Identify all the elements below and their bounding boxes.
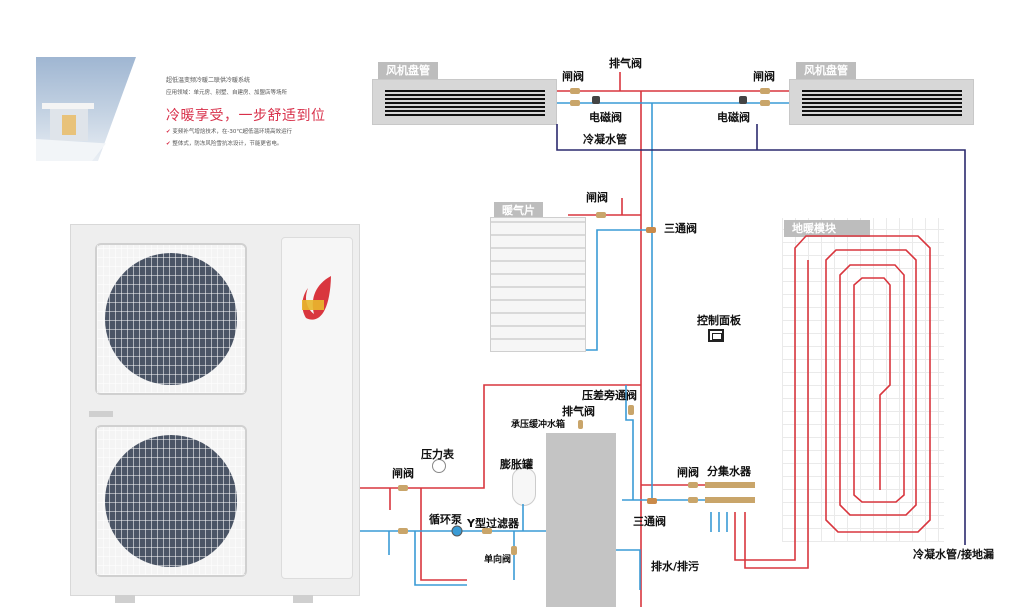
floor-heating-loop: [734, 235, 931, 561]
fan-upper: [95, 243, 247, 395]
label-solenoid-valve: 电磁阀: [589, 111, 622, 124]
fan-coil-left: [372, 79, 557, 125]
gate-valve-icon: [688, 497, 698, 503]
banner-check1: ✔ 变频补气增焓技术，在-30℃超低温环境高效运行: [166, 127, 292, 135]
return-radiator: [586, 229, 652, 351]
floor-heating-loop-2: [744, 260, 809, 569]
banner-check2: ✔ 整体式，防冻风险雪抗冻设计，节能更省电。: [166, 139, 282, 147]
condensate-pipe: [556, 124, 966, 545]
label-three-way-valve: 三通阀: [633, 515, 666, 528]
fan-coil-right-tag: 风机盘管: [796, 62, 856, 79]
banner-headline: 冷暖享受，一步舒适到位: [166, 108, 326, 124]
gate-valve-icon: [570, 100, 580, 106]
fan-grill: [97, 245, 245, 393]
label-buffer-tank: 承压缓冲水箱: [511, 420, 566, 430]
label-condensate-pipe: 冷凝水管: [583, 133, 627, 146]
fan-coil-left-tag: 风机盘管: [378, 62, 438, 79]
product-banner: 超低温变频冷暖二联供冷暖系统 应用领域：单元房、别墅、自建房、加盟店等场所 冷暖…: [36, 57, 336, 161]
pressure-gauge-icon: [432, 459, 446, 473]
label-exhaust-valve: 排气阀: [562, 405, 595, 418]
y-filter-icon: [482, 528, 492, 534]
label-gate-valve: 闸阀: [677, 466, 699, 479]
solenoid-valve-icon: [739, 96, 747, 104]
vent-grille: [802, 90, 962, 116]
unit-foot: [115, 595, 135, 603]
gate-valve-icon: [398, 485, 408, 491]
gate-valve-icon: [398, 528, 408, 534]
label-expansion-tank: 膨胀罐: [500, 458, 533, 471]
bypass-line: [625, 385, 634, 500]
gate-valve-icon: [760, 88, 770, 94]
check-icon: ✔: [166, 129, 171, 135]
side-panel: [281, 237, 353, 579]
gate-valve-icon: [760, 100, 770, 106]
label-drain: 排水/排污: [651, 560, 700, 573]
label-y-filter: Y型过滤器: [467, 517, 519, 530]
floor-heating-tag: 地暖模块: [784, 220, 870, 237]
label-exhaust-valve: 排气阀: [609, 57, 642, 70]
unit-foot: [293, 595, 313, 603]
manifold-return-bar: [705, 497, 755, 503]
vent-grille: [385, 90, 545, 116]
control-panel-icon[interactable]: [708, 329, 724, 342]
heat-pump-outdoor-unit: [70, 224, 360, 603]
unit-supply-drop: [420, 488, 467, 581]
snow: [36, 139, 106, 161]
solenoid-valve-icon: [592, 96, 600, 104]
gate-valve-icon: [688, 482, 698, 488]
gate-valve-icon: [596, 212, 606, 218]
label-bypass-valve: 压差旁通阀: [582, 389, 637, 402]
brand-flame-logo-icon: [302, 276, 331, 320]
label-solenoid-valve: 电磁阀: [717, 111, 750, 124]
exhaust-valve-icon: [578, 420, 583, 429]
label-manifold: 分集水器: [707, 465, 751, 478]
label-control-panel: 控制面板: [697, 314, 741, 327]
manifold-supply-bar: [705, 482, 755, 488]
banner-line2: 应用领域：单元房、别墅、自建房、加盟店等场所: [166, 90, 288, 96]
label-circulation-pump: 循环泵: [429, 513, 462, 526]
label-three-way-valve: 三通阀: [664, 222, 697, 235]
floor-heating-grid: [782, 218, 944, 542]
label-check-valve: 单向阀: [484, 555, 512, 565]
radiator-tag: 暖气片: [494, 202, 543, 219]
label-pressure-gauge: 压力表: [421, 448, 454, 461]
label-gate-valve: 闸阀: [562, 70, 584, 83]
radiator: [490, 217, 586, 352]
banner-check1-text: 变频补气增焓技术，在-30℃超低温环境高效运行: [172, 129, 293, 135]
check-valve-icon: [511, 546, 517, 555]
gate-valve-icon: [570, 88, 580, 94]
drain-line: [616, 549, 641, 590]
banner-line1: 超低温变频冷暖二联供冷暖系统: [166, 77, 251, 84]
buffer-tank: [546, 433, 616, 607]
unit-return-drop: [414, 531, 467, 586]
label-gate-valve: 闸阀: [753, 70, 775, 83]
label-gate-valve: 闸阀: [586, 191, 608, 204]
bypass-valve-icon: [628, 405, 634, 415]
three-way-valve-icon: [647, 498, 657, 504]
manifold-outlets: [710, 512, 728, 532]
fan-lower: [95, 425, 247, 577]
banner-check2-text: 整体式，防冻风险雪抗冻设计，节能更省电。: [172, 141, 283, 147]
three-way-valve-icon: [646, 227, 656, 233]
fan-grill: [97, 427, 245, 575]
check-icon: ✔: [166, 141, 171, 147]
supply-main: [360, 384, 641, 489]
fan-coil-right: [789, 79, 974, 125]
label-gate-valve: 闸阀: [392, 467, 414, 480]
circulation-pump-icon: [451, 525, 463, 537]
house-door: [62, 115, 76, 135]
house-roof: [42, 103, 94, 109]
vent-slot: [89, 411, 113, 417]
expansion-tank: [512, 468, 536, 506]
label-condensate-floor-drain: 冷凝水管/接地漏: [913, 548, 995, 561]
